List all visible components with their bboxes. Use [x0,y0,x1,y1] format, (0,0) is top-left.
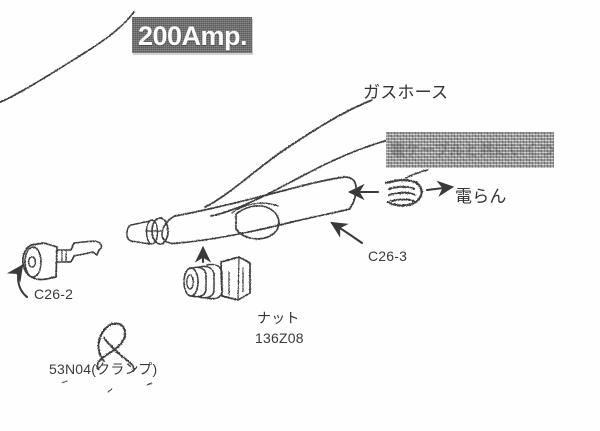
label-c26-2: C26-2 [34,286,74,302]
annotation-arrows [6,180,455,299]
scan-artifacts [61,380,153,393]
obscured-annotation-ghost-text: 電ケーブルと共にいくつか [390,141,554,159]
amp-rating-badge: 200Amp. [132,17,252,53]
label-c26-3: C26-3 [368,248,408,264]
clamp-symbol [96,322,135,372]
torch-body [161,176,357,245]
power-cable-symbol [384,169,429,207]
label-clamp: 53N04(クランプ) [49,361,158,377]
gas-hose-lines [204,99,405,217]
label-gas-hose: ガスホース [363,83,449,103]
amp-rating-text: 200Amp. [138,21,248,51]
nozzle-collar [126,217,169,245]
arrow-leader-c26-3 [330,221,364,245]
label-nut-jp: ナット [257,311,300,327]
upper-left-cable-line [0,11,135,104]
nut-fitting-part [183,256,251,301]
arrow-to-cable [425,180,455,197]
obscured-annotation-strip: 電ケーブルと共にいくつか [386,132,554,168]
label-nut-code: 136Z08 [255,330,304,346]
arrow-leader-c26-2 [6,264,29,299]
label-denran: 電らん [455,187,507,207]
contact-tip-part [21,240,103,281]
